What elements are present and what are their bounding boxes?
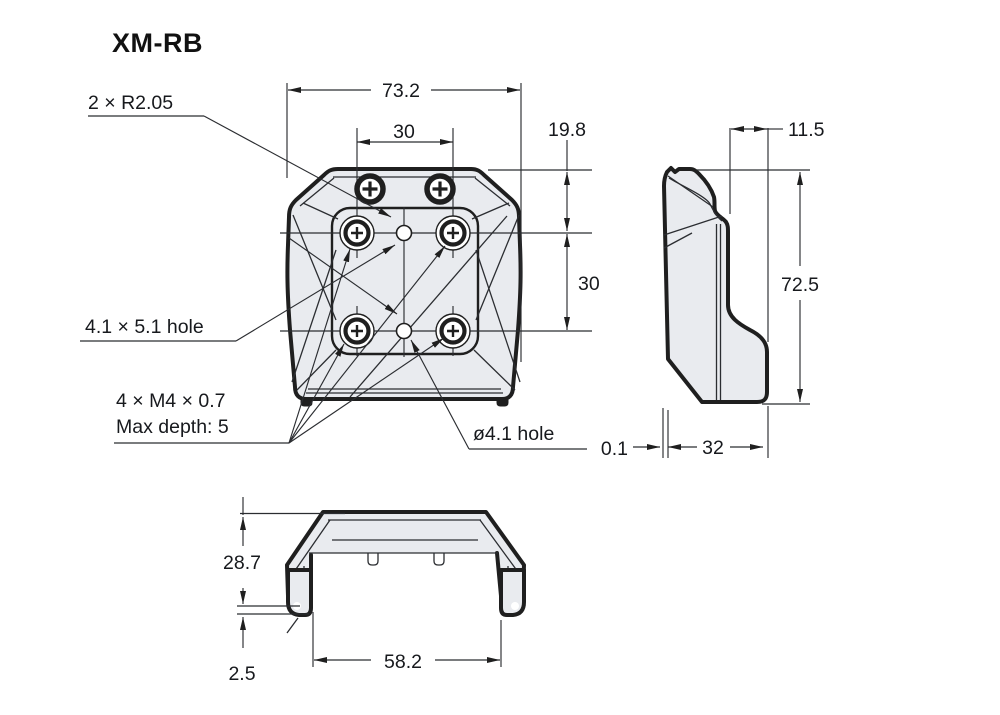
dim-side-height: 72.5 (781, 274, 819, 296)
drawing-title: XM-RB (112, 28, 203, 58)
front-hole-top (395, 224, 413, 242)
label-thread-line2: Max depth: 5 (116, 416, 229, 438)
bottom-body-fill (287, 512, 524, 596)
dim-side-depth: 32 (702, 437, 724, 459)
front-inner-panel (330, 206, 480, 356)
dim-front-top-offset: 19.8 (548, 119, 586, 141)
front-socket-screws (339, 215, 471, 349)
side-dimensions: 11.5 72.5 0.1 32 (601, 119, 825, 460)
front-dimensions: 73.2 30 19.8 30 (286, 80, 600, 362)
front-phillips-screws (354, 173, 456, 205)
label-hole: ø4.1 hole (473, 423, 554, 445)
dim-front-width: 73.2 (382, 80, 420, 102)
bottom-tab-left (367, 553, 379, 566)
side-view (662, 166, 769, 404)
bottom-view (285, 510, 526, 634)
dim-bottom-foot-height: 2.5 (228, 663, 255, 685)
front-labels: 2 × R2.05 4.1 × 5.1 hole 4 × M4 × 0.7 Ma… (80, 92, 587, 450)
front-hole-bottom (395, 322, 413, 340)
bottom-tab-right (433, 553, 445, 566)
label-radius: 2 × R2.05 (88, 92, 173, 114)
dim-bottom-height: 28.7 (223, 552, 261, 574)
side-body-outline (662, 166, 769, 404)
side-internal-edges (663, 175, 723, 400)
dim-front-hole-spacing-y: 30 (578, 273, 600, 295)
label-slot: 4.1 × 5.1 hole (85, 316, 204, 338)
front-view (280, 128, 592, 407)
dim-side-top-depth: 11.5 (788, 119, 825, 141)
bottom-dimensions: 28.7 2.5 58.2 (223, 497, 502, 685)
front-right-foot (496, 398, 509, 407)
dim-bottom-foot-span: 58.2 (384, 651, 422, 673)
label-thread-line1: 4 × M4 × 0.7 (116, 390, 226, 412)
dim-front-hole-spacing-x: 30 (393, 121, 415, 143)
dim-side-gap: 0.1 (601, 438, 628, 460)
